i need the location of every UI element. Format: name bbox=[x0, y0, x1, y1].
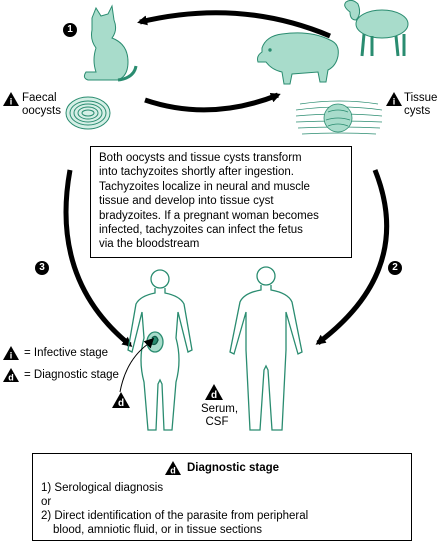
diagnostic-stage-symbol: d bbox=[164, 461, 181, 476]
arrow-hosts-to-cat bbox=[137, 10, 331, 39]
faecal-oocysts-label: Faecal oocysts bbox=[22, 92, 61, 118]
arrow-oocysts-to-hosts bbox=[144, 92, 281, 113]
description-line: Both oocysts and tissue cysts transform bbox=[99, 152, 302, 164]
faecal-label-line1: Faecal bbox=[22, 92, 57, 104]
man-figure bbox=[229, 266, 303, 431]
diagnostic-method-2-cont: blood, amniotic fluid, or in tissue sect… bbox=[53, 524, 263, 536]
diagnostic-method-2: 2) Direct identification of the parasite… bbox=[41, 510, 309, 522]
step-3-badge: 3 bbox=[35, 261, 49, 275]
infective-marker-letter: i bbox=[393, 97, 396, 107]
description-line: into tachyzoites shortly after ingestion… bbox=[99, 166, 294, 179]
description-line: Tachyzoites localize in neural and muscl… bbox=[99, 180, 310, 193]
svg-text:d: d bbox=[170, 466, 176, 476]
diagnostic-method-1: 1) Serological diagnosis bbox=[41, 482, 164, 494]
diagnostic-marker-serum: d bbox=[205, 384, 223, 400]
svg-text:d: d bbox=[118, 398, 124, 408]
arrow-cysts-to-man bbox=[315, 169, 390, 345]
serum-csf-label: Serum, CSF bbox=[201, 403, 239, 429]
arrow-oocysts-to-woman bbox=[63, 169, 133, 347]
sheep-icon bbox=[344, 0, 409, 57]
diagnostic-stage-symbol: d bbox=[3, 368, 19, 382]
infective-marker-oocysts: i bbox=[3, 92, 19, 106]
fetus-pointer-arrow bbox=[143, 337, 155, 349]
description-line: tissue and develop into tissue cyst bbox=[99, 195, 274, 208]
tissue-label-line2: cysts bbox=[404, 105, 431, 117]
diagnostic-stage-box: d Diagnostic stage 1) Serological diagno… bbox=[32, 453, 412, 541]
cat-icon bbox=[83, 4, 138, 82]
serum-label-line2: CSF bbox=[205, 416, 229, 428]
faecal-label-line2: oocysts bbox=[22, 105, 61, 117]
tissue-label-line1: Tissue bbox=[404, 92, 438, 104]
serum-label-line1: Serum, bbox=[201, 403, 239, 415]
diagnostic-stage-heading: d Diagnostic stage bbox=[41, 461, 403, 475]
svg-text:d: d bbox=[8, 373, 14, 383]
infective-stage-symbol: i bbox=[3, 346, 19, 360]
description-line: infected, tachyzoites can infect the fet… bbox=[99, 224, 303, 237]
legend-infective: i = Infective stage bbox=[3, 346, 108, 360]
description-line: bradyzoites. If a pregnant woman becomes bbox=[99, 209, 319, 222]
tissue-cyst-icon bbox=[295, 100, 383, 135]
oocyst-icon bbox=[65, 96, 111, 130]
transformation-description-box: Both oocysts and tissue cysts transform … bbox=[90, 146, 352, 258]
tissue-cysts-label: Tissue cysts bbox=[404, 92, 437, 118]
legend-infective-text: = Infective stage bbox=[24, 347, 109, 359]
diagnostic-or: or bbox=[41, 496, 52, 508]
svg-text:d: d bbox=[211, 390, 217, 400]
legend-diagnostic-text: = Diagnostic stage bbox=[24, 369, 119, 381]
step-2-badge: 2 bbox=[388, 261, 402, 275]
pig-icon bbox=[257, 32, 339, 85]
diagnostic-marker-fetus: d bbox=[112, 392, 130, 408]
description-line: via the bloodstream bbox=[99, 238, 200, 251]
svg-text:i: i bbox=[10, 351, 13, 361]
infective-marker-letter: i bbox=[10, 97, 13, 107]
infective-marker-tissue: i bbox=[386, 92, 402, 106]
legend-diagnostic: d = Diagnostic stage bbox=[3, 368, 119, 382]
pregnant-woman-figure bbox=[127, 269, 193, 431]
diagnostic-stage-title: Diagnostic stage bbox=[186, 462, 280, 474]
step-1-badge: 1 bbox=[63, 23, 77, 37]
